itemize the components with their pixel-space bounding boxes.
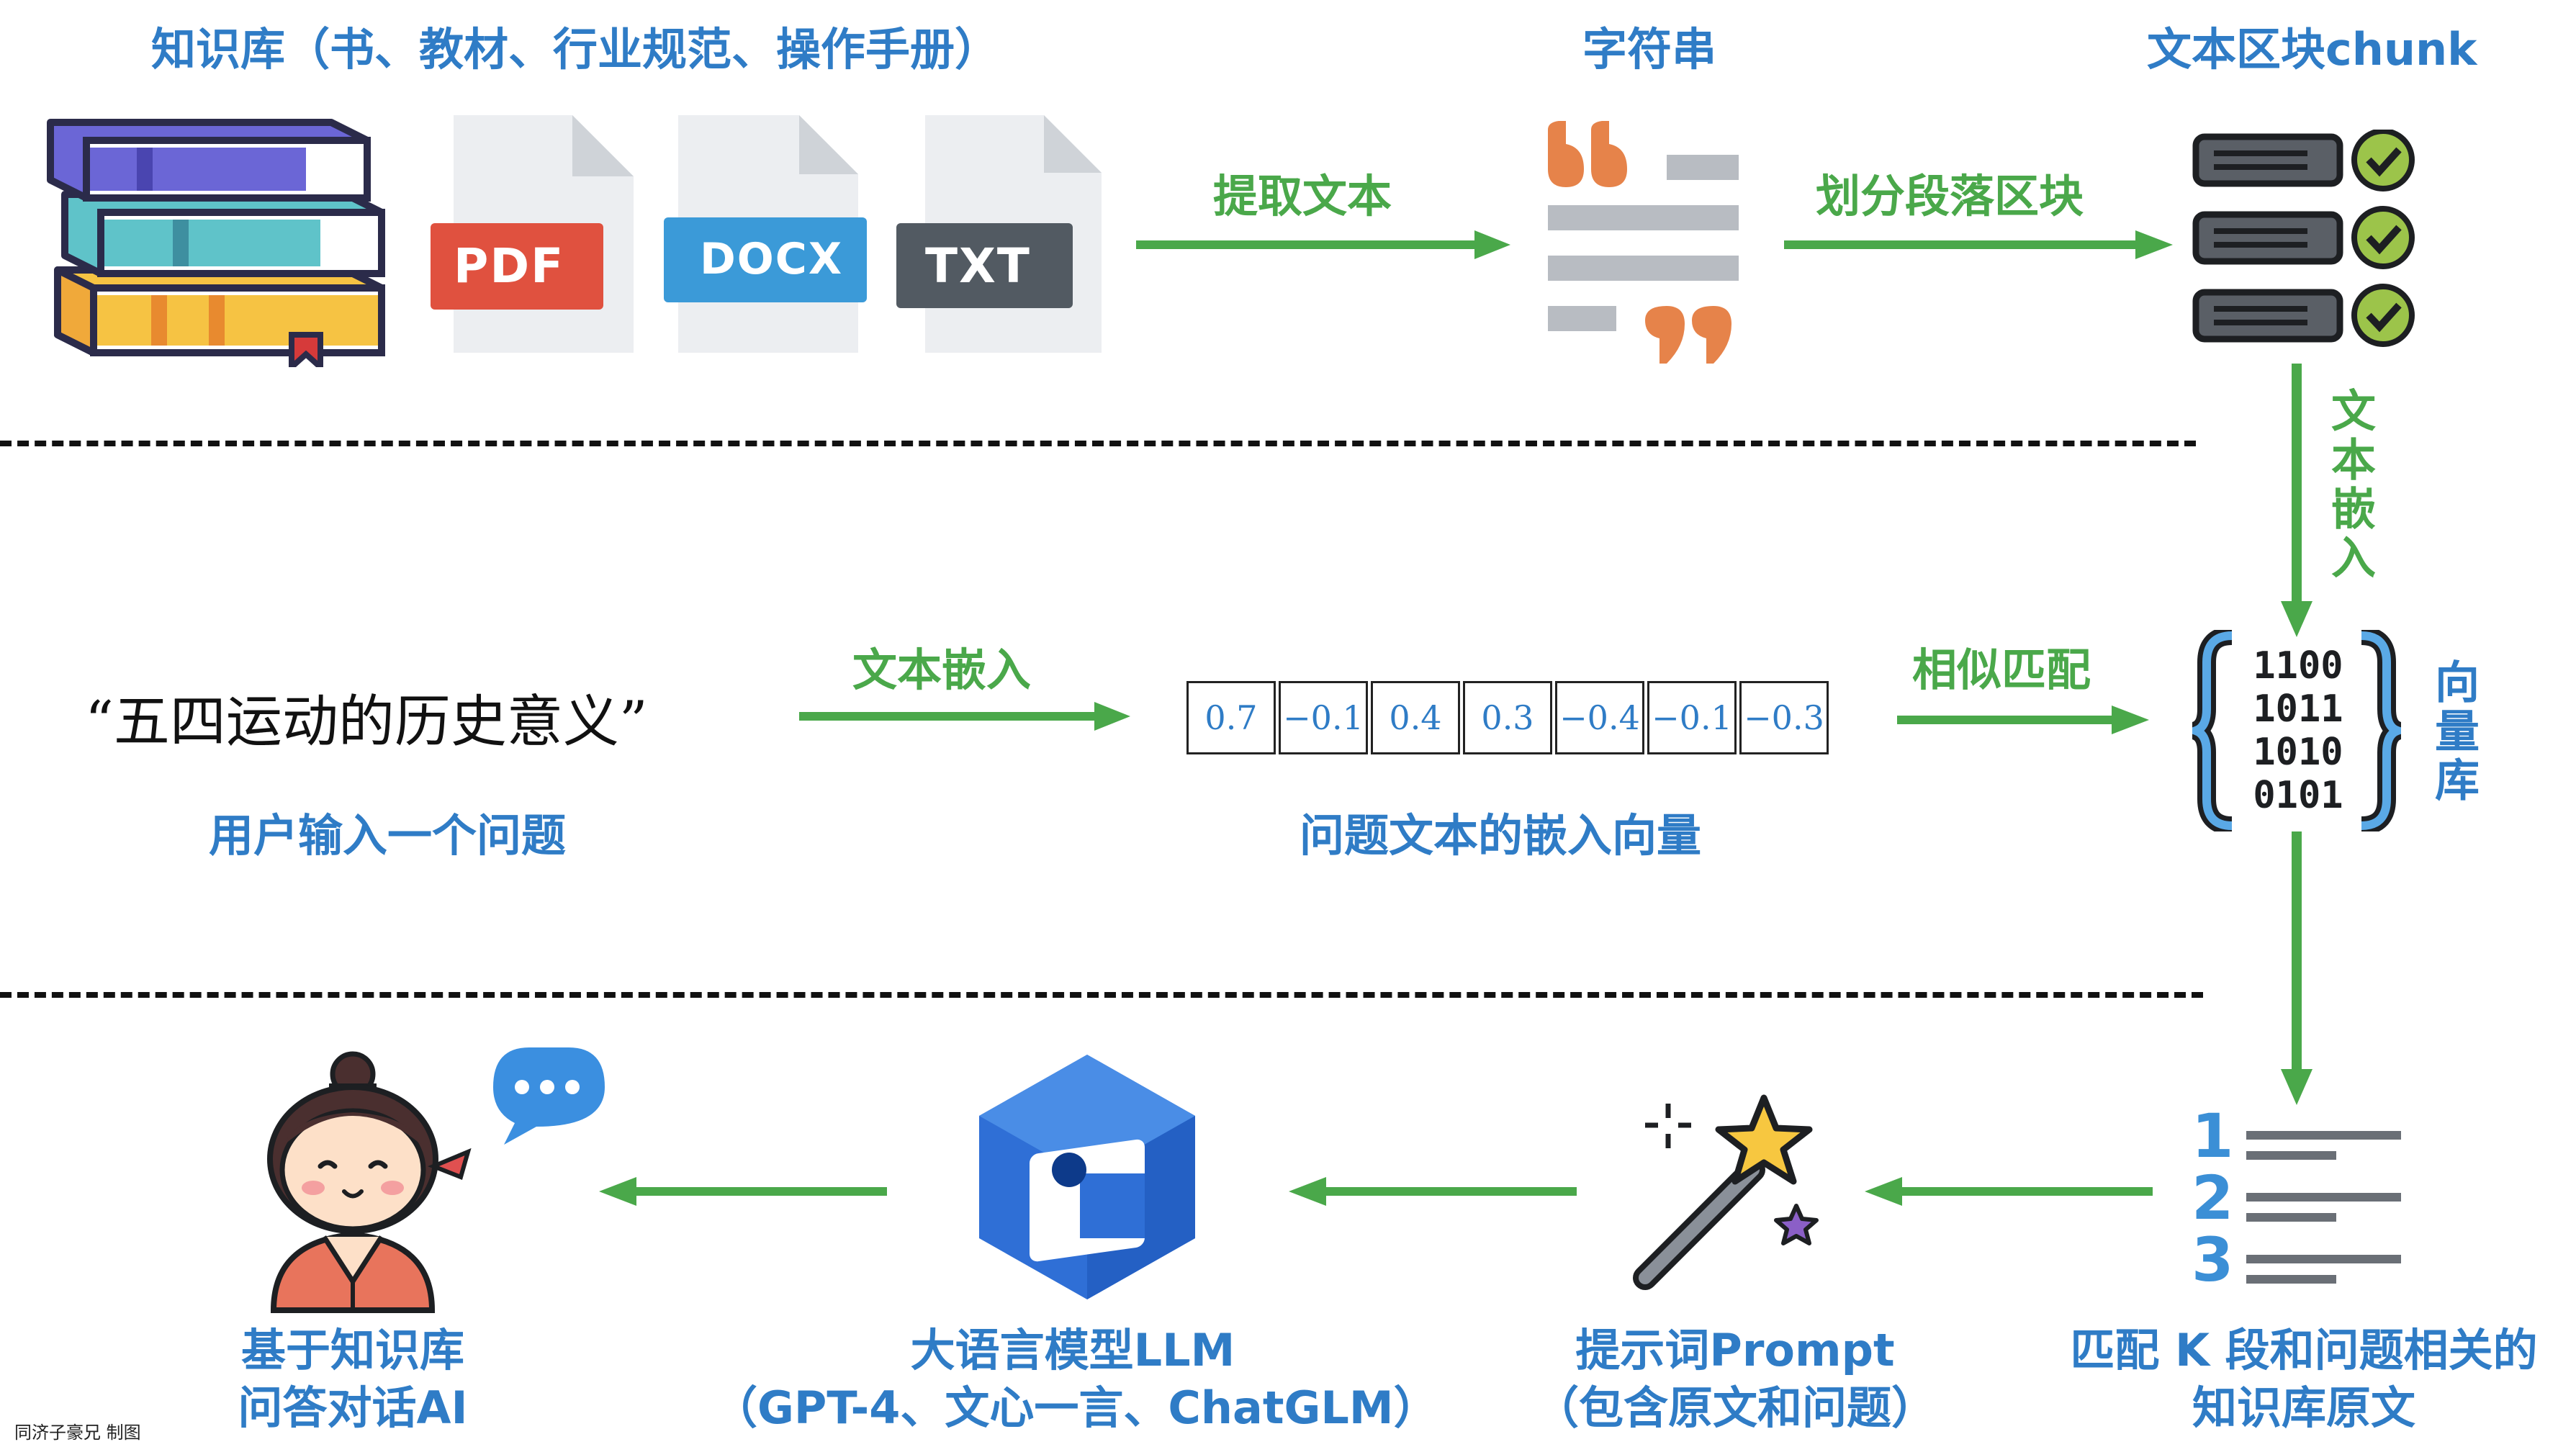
llm-to-chatbot-arrow (599, 1177, 887, 1206)
extract-arrow (1136, 230, 1510, 259)
vector-database-icon (2192, 630, 2401, 831)
knowledge-base-title: 知识库（书、教材、行业规范、操作手册） (151, 23, 1000, 76)
string-title: 字符串 (1582, 23, 1717, 76)
embedding-vector: 0.7 −0.1 0.4 0.3 −0.4 −0.1 −0.3 (1186, 681, 1832, 754)
llm-caption: 大语言模型LLM （GPT-4、文心一言、ChatGLM） (713, 1322, 1438, 1437)
embed-label: 文本嵌入 (852, 644, 1032, 696)
user-query-text: “五四运动的历史意义” (85, 690, 648, 754)
llm-caption-line1: 大语言模型LLM (910, 1324, 1235, 1376)
prompt-caption-line1: 提示词Prompt (1575, 1324, 1895, 1376)
topk-to-prompt-arrow (1865, 1177, 2153, 1206)
vector-cell: 0.3 (1463, 681, 1552, 754)
split-arrow (1784, 230, 2173, 259)
user-query-caption: 用户输入一个问题 (209, 809, 567, 862)
chunk-title: 文本区块chunk (2147, 23, 2477, 76)
llm-cube-icon (979, 1055, 1195, 1299)
pdf-file-icon (431, 115, 634, 353)
credit-text: 同济子豪兄 制图 (14, 1423, 141, 1443)
chunk-to-db-arrow (2281, 364, 2312, 637)
binary-row: 1100 (2253, 644, 2343, 688)
split-chunks-label: 划分段落区块 (1816, 170, 2084, 222)
prompt-caption: 提示词Prompt （包含原文和问题） (1512, 1322, 1958, 1437)
docx-label: DOCX (700, 234, 844, 284)
pdf-label: PDF (454, 238, 565, 294)
vector-cell: 0.7 (1186, 681, 1276, 754)
embed-arrow (799, 702, 1130, 731)
topk-caption-line1: 匹配 K 段和问题相关的 (2070, 1324, 2538, 1376)
quote-string-icon (1548, 121, 1739, 364)
chatbot-caption-line2: 问答对话AI (238, 1381, 468, 1434)
books-icon (47, 119, 385, 367)
binary-digits: 1100 1011 1010 0101 (2233, 644, 2363, 817)
list-number: 1 (2192, 1101, 2234, 1171)
similarity-match-label: 相似匹配 (1912, 644, 2091, 696)
top-separator (0, 441, 2196, 446)
txt-label: TXT (925, 238, 1031, 294)
vector-cell: −0.1 (1647, 681, 1737, 754)
magic-wand-icon (1633, 1094, 1819, 1290)
prompt-to-llm-arrow (1289, 1177, 1577, 1206)
text-embed-vertical-label: 文本嵌入 (2323, 387, 2376, 583)
vector-cell: −0.3 (1739, 681, 1829, 754)
chatbot-caption-line1: 基于知识库 (240, 1324, 464, 1376)
match-arrow (1897, 706, 2149, 734)
binary-row: 1010 (2253, 731, 2343, 774)
chatbot-character-icon (267, 1047, 605, 1313)
prompt-caption-line2: （包含原文和问题） (1534, 1381, 1936, 1434)
bottom-separator (0, 992, 2203, 998)
topk-caption: 匹配 K 段和问题相关的 知识库原文 (2052, 1322, 2556, 1437)
vector-cell: −0.4 (1555, 681, 1644, 754)
llm-caption-line2: （GPT-4、文心一言、ChatGLM） (713, 1381, 1438, 1434)
txt-file-icon (896, 115, 1102, 353)
list-number: 2 (2192, 1163, 2234, 1233)
chunk-list-icon (2192, 130, 2415, 347)
topk-caption-line2: 知识库原文 (2192, 1381, 2415, 1434)
topk-numbers: 1 2 3 (2192, 1105, 2233, 1291)
binary-row: 0101 (2253, 774, 2343, 817)
extract-text-label: 提取文本 (1213, 170, 1392, 222)
vector-cell: −0.1 (1279, 681, 1368, 754)
vector-cell: 0.4 (1371, 681, 1460, 754)
topk-list-icon (2246, 1131, 2401, 1284)
docx-file-icon (664, 115, 867, 353)
db-to-topk-arrow (2281, 831, 2312, 1105)
binary-row: 1011 (2253, 688, 2343, 731)
list-number: 3 (2192, 1225, 2234, 1295)
vector-db-label: 向量库 (2427, 659, 2480, 806)
vector-caption: 问题文本的嵌入向量 (1300, 809, 1702, 862)
chatbot-caption: 基于知识库 问答对话AI (173, 1322, 533, 1437)
